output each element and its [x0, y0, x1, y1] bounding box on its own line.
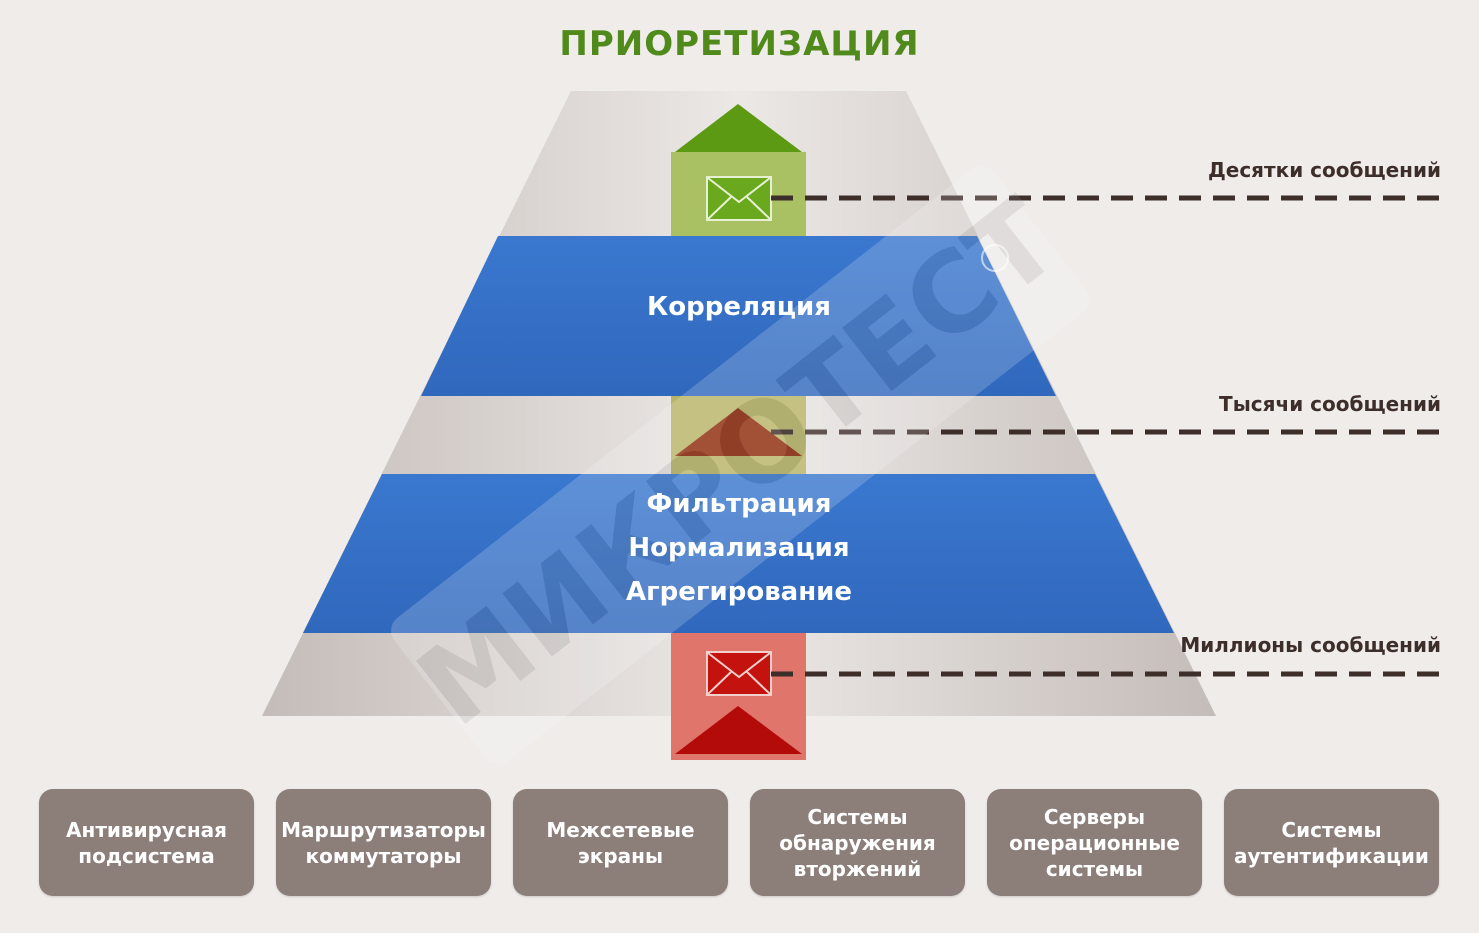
- source-line: Системы: [1281, 817, 1382, 842]
- band-filtration: [303, 474, 1174, 633]
- source-line: коммутаторы: [305, 843, 462, 868]
- source-line: Системы: [807, 804, 908, 829]
- level-label-millions: Миллионы сообщений: [1180, 633, 1441, 657]
- source-line: Серверы: [1043, 804, 1146, 829]
- source-line: Маршрутизаторы: [281, 817, 486, 842]
- source-line: аутентификации: [1234, 843, 1429, 868]
- page-title: ПРИОРЕТИЗАЦИЯ: [559, 24, 920, 64]
- source-line: системы: [1045, 856, 1144, 881]
- arrow-up-icon: [675, 408, 802, 456]
- source-line: Антивирусная: [66, 817, 227, 842]
- registered-icon: [981, 244, 1009, 272]
- source-line: экраны: [577, 843, 664, 868]
- source-line: вторжений: [793, 856, 922, 881]
- band-correlation: [421, 236, 1056, 396]
- arrow-up-icon: [675, 104, 802, 152]
- envelope-icon: [706, 651, 772, 696]
- band-label-aggregation: Агрегирование: [625, 577, 853, 607]
- band-label-filtration: Фильтрация: [646, 489, 832, 519]
- source-line: обнаружения: [779, 830, 936, 855]
- source-line: Межсетевые: [546, 817, 695, 842]
- level-label-thousands: Тысячи сообщений: [1219, 392, 1441, 416]
- envelope-icon: [706, 176, 772, 221]
- level-label-tens: Десятки сообщений: [1207, 158, 1441, 182]
- source-line: операционные: [1009, 830, 1180, 855]
- source-line: подсистема: [78, 843, 215, 868]
- arrow-up-icon: [675, 706, 802, 754]
- band-label-correlation: Корреляция: [647, 292, 831, 322]
- band-label-normalization: Нормализация: [628, 533, 850, 563]
